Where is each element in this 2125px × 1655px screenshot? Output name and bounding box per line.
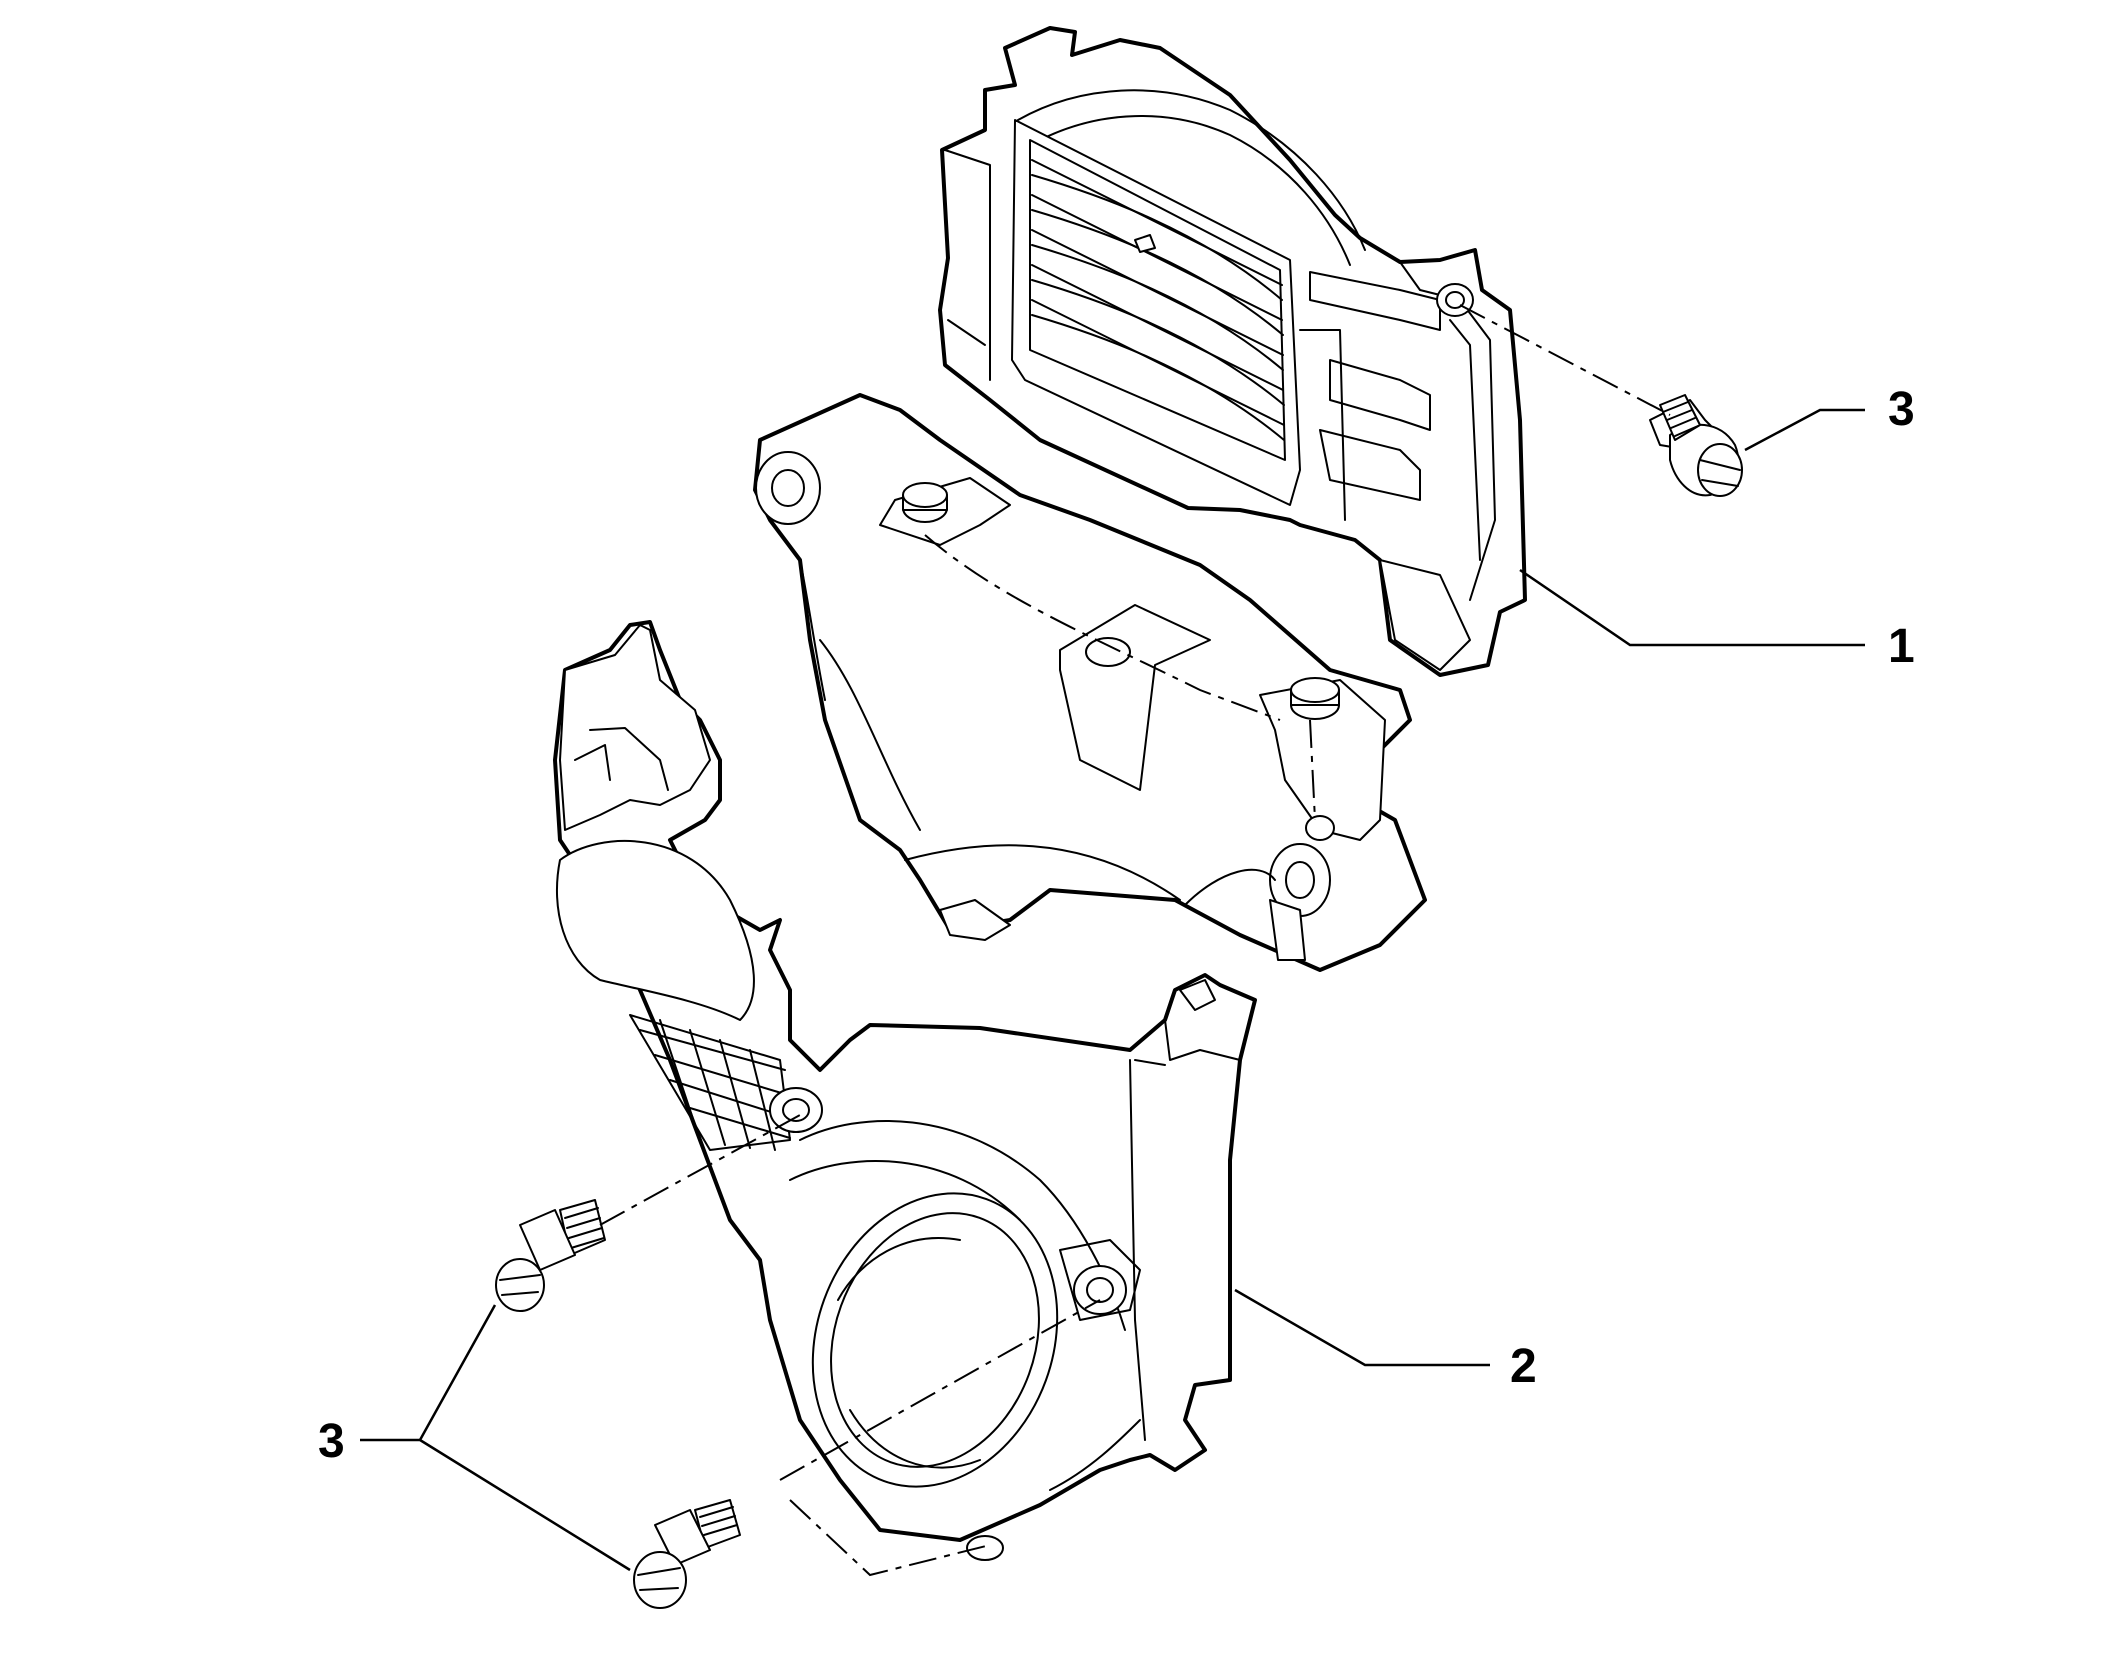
lower-timing-cover bbox=[553, 620, 1257, 1561]
backing-plate bbox=[753, 393, 1427, 972]
leader-2 bbox=[1234, 1288, 1490, 1367]
leader-3-lower bbox=[360, 1304, 631, 1572]
axis-bolt-lower-2 bbox=[779, 1299, 1101, 1481]
callout-1: 1 bbox=[1888, 620, 1915, 673]
axis-bolt-lower-2b bbox=[789, 1499, 991, 1577]
upper-timing-cover bbox=[938, 26, 1527, 677]
bolt-lower-1 bbox=[495, 1199, 606, 1312]
bolt-lower-2 bbox=[633, 1499, 741, 1609]
leader-1 bbox=[1519, 568, 1865, 647]
callout-3-upper: 3 bbox=[1888, 383, 1915, 436]
callout-2: 2 bbox=[1510, 1340, 1537, 1393]
bolt-upper bbox=[1649, 394, 1743, 497]
axis-bolt-lower-1 bbox=[599, 1114, 801, 1226]
callout-3-lower: 3 bbox=[318, 1415, 345, 1468]
axis-bolt-upper bbox=[1459, 304, 1671, 416]
leader-3-upper bbox=[1744, 408, 1865, 452]
